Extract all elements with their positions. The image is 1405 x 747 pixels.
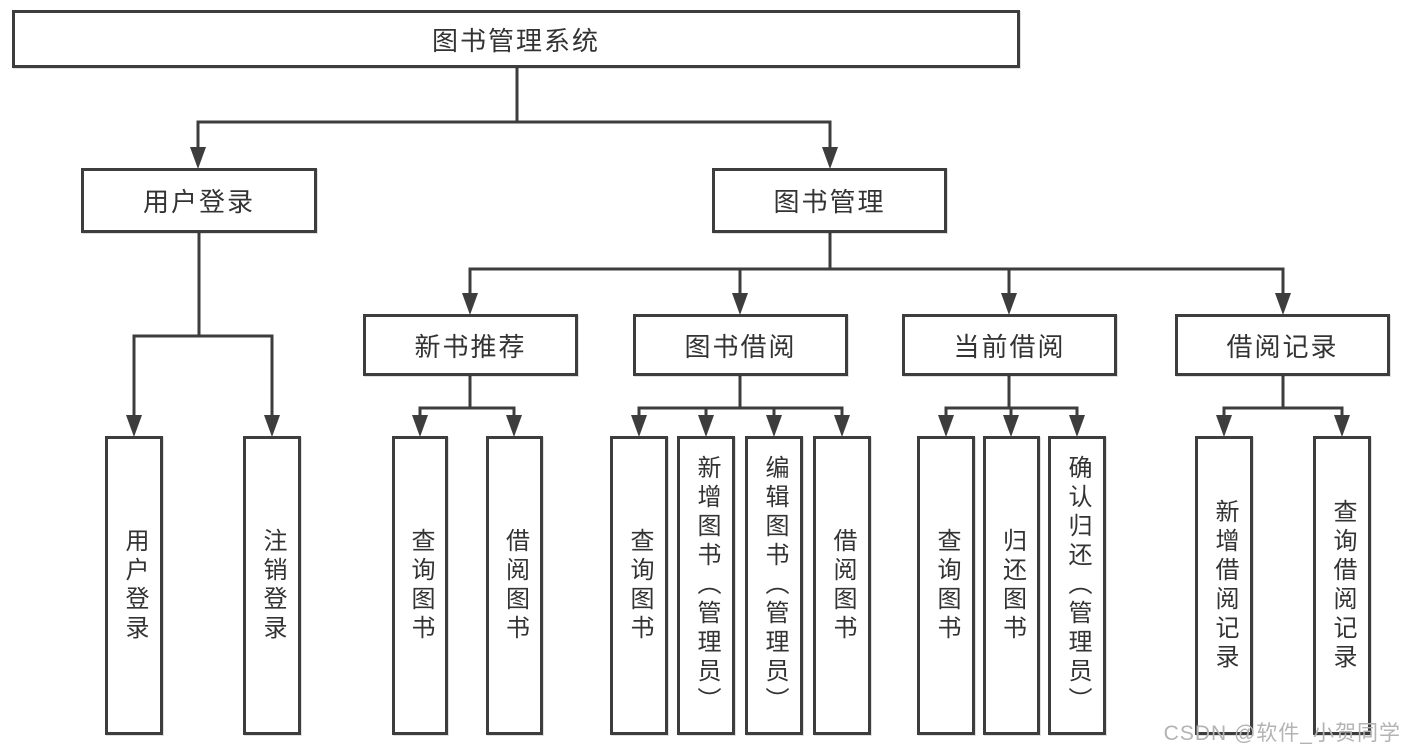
arrow-down-icon [631, 415, 647, 437]
leaf-label: 归还图书 [998, 527, 1026, 644]
node-book-borrowing: 图书借阅 [633, 314, 848, 376]
leaf-label: 借阅图书 [501, 527, 529, 644]
node-new-book-recommend: 新书推荐 [363, 314, 578, 376]
leaf-search-books-borrowing: 查询图书 [610, 436, 668, 735]
leaf-label: 编辑图书（管理员） [761, 455, 788, 716]
arrow-down-icon [462, 293, 478, 315]
node-current-borrowing: 当前借阅 [902, 314, 1117, 376]
node-book-management: 图书管理 [712, 168, 947, 233]
node-borrowing-records: 借阅记录 [1175, 314, 1390, 376]
arrow-down-icon [766, 415, 782, 437]
leaf-borrow-books-borrowing: 借阅图书 [813, 436, 871, 735]
arrow-down-icon [732, 293, 748, 315]
leaf-label: 借阅图书 [829, 527, 856, 644]
leaf-search-books-current: 查询图书 [917, 436, 975, 735]
arrow-down-icon [264, 415, 280, 437]
leaf-search-books-recommend: 查询图书 [392, 436, 448, 735]
leaf-label: 用户登录 [121, 527, 148, 644]
leaf-add-borrow-record: 新增借阅记录 [1195, 436, 1253, 735]
leaf-label: 查询借阅记录 [1329, 498, 1356, 673]
leaf-confirm-return-admin: 确认归还（管理员） [1048, 436, 1106, 735]
leaf-label: 注销登录 [259, 527, 286, 644]
arrow-down-icon [412, 415, 428, 437]
leaf-label: 查询图书 [407, 527, 434, 644]
csdn-watermark: CSDN @软件_小贺同学 [1163, 722, 1401, 745]
leaf-logout: 注销登录 [243, 436, 301, 735]
leaf-search-borrow-record: 查询借阅记录 [1313, 436, 1371, 735]
arrow-down-icon [1275, 293, 1291, 315]
leaf-borrow-books-recommend: 借阅图书 [486, 436, 543, 735]
arrow-down-icon [822, 147, 838, 169]
node-user-login: 用户登录 [81, 168, 317, 233]
arrow-down-icon [834, 415, 850, 437]
leaf-label: 查询图书 [933, 527, 960, 644]
arrow-down-icon [1069, 415, 1085, 437]
leaf-return-books: 归还图书 [983, 436, 1040, 735]
arrow-down-icon [1001, 293, 1017, 315]
arrow-down-icon [190, 147, 206, 169]
leaf-user-login: 用户登录 [105, 436, 163, 735]
leaf-label: 确认归还（管理员） [1064, 455, 1091, 716]
node-library-system: 图书管理系统 [12, 10, 1020, 68]
arrow-down-icon [126, 415, 142, 437]
leaf-label: 新增借阅记录 [1211, 498, 1238, 673]
leaf-edit-books-admin: 编辑图书（管理员） [745, 436, 803, 735]
arrow-down-icon [1334, 415, 1350, 437]
leaf-label: 新增图书（管理员） [693, 455, 720, 716]
leaf-label: 查询图书 [626, 527, 653, 644]
arrow-down-icon [698, 415, 714, 437]
arrow-down-icon [1003, 415, 1019, 437]
leaf-add-books-admin: 新增图书（管理员） [677, 436, 735, 735]
arrow-down-icon [1216, 415, 1232, 437]
arrow-down-icon [938, 415, 954, 437]
arrow-down-icon [506, 415, 522, 437]
